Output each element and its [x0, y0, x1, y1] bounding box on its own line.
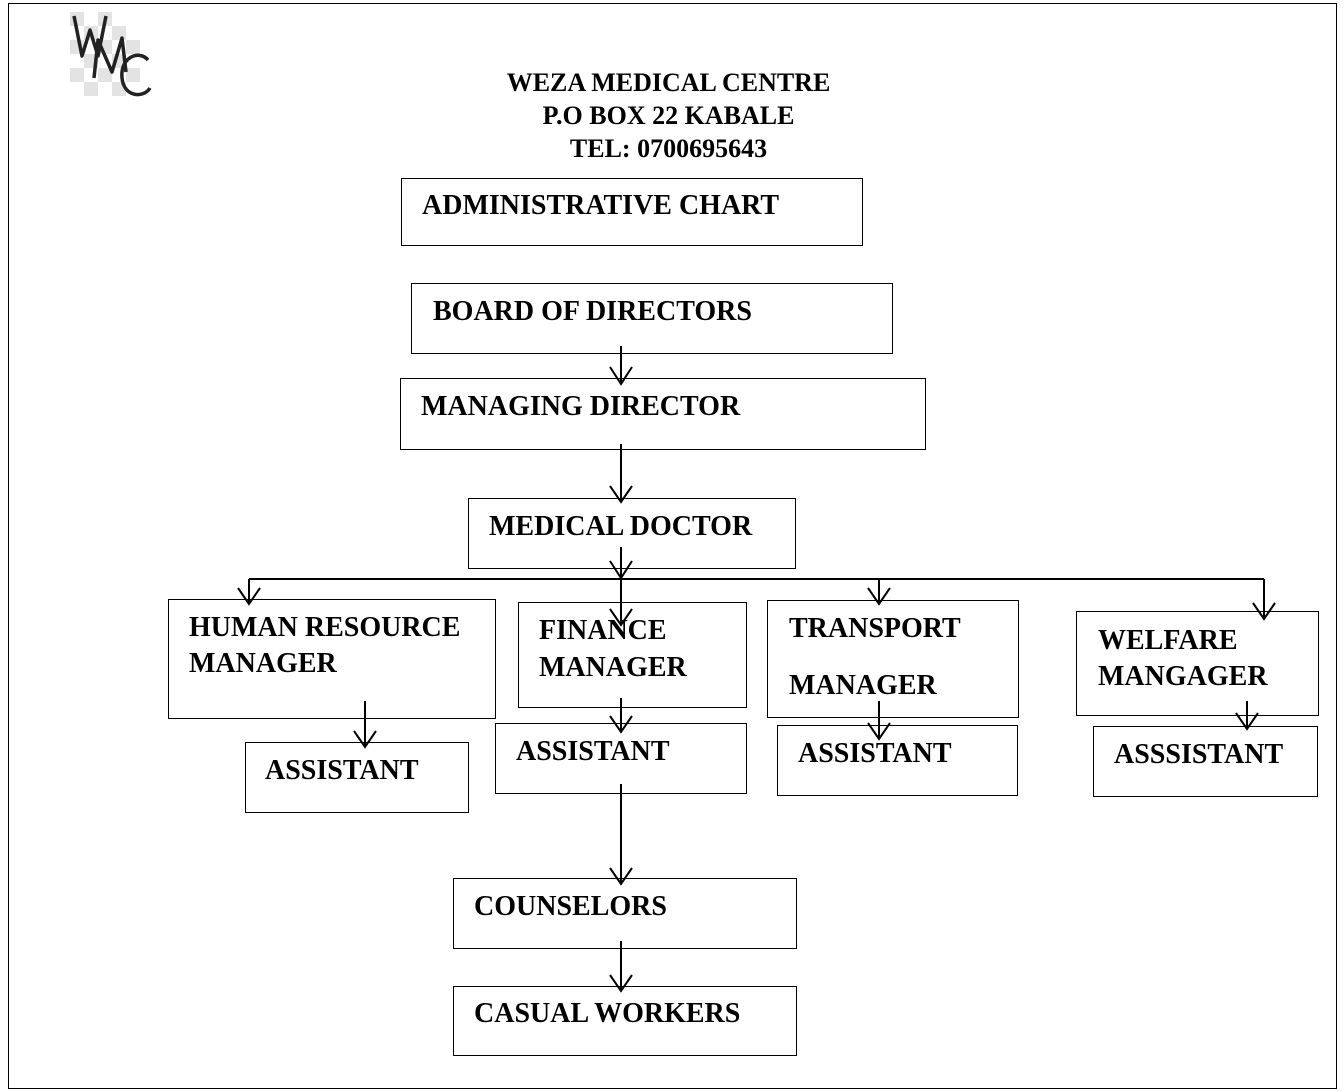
- arrowhead-md-to-doctor: [609, 485, 633, 504]
- hr-manager-label-line1: HUMAN RESOURCE: [189, 612, 461, 643]
- welfare-assistant-box: [1093, 726, 1318, 797]
- casual-workers-label: CASUAL WORKERS: [474, 998, 741, 1029]
- chart-title-box: [401, 178, 863, 246]
- arrowhead-to-welfare: [1252, 602, 1276, 621]
- arrowhead-to-hr: [237, 587, 261, 606]
- welfare-manager-label-line2: MANGAGER: [1098, 661, 1268, 692]
- finance-manager-box: [518, 602, 747, 708]
- org-name: WEZA MEDICAL CENTRE: [506, 68, 831, 97]
- arrowhead-transport-to-assistant: [867, 722, 891, 741]
- managing-director-box: [400, 378, 926, 450]
- arrowhead-to-finance: [609, 608, 633, 627]
- finance-manager-label-line1: FINANCE: [539, 615, 667, 646]
- org-address: P.O BOX 22 KABALE: [542, 101, 795, 130]
- transport-manager-label-line2: MANAGER: [789, 670, 937, 701]
- wmc-logo: [70, 12, 152, 97]
- arrowhead-hr-to-assistant: [353, 730, 377, 749]
- transport-manager-label-line1: TRANSPORT: [789, 613, 961, 644]
- arrowhead-finance-to-assistant: [609, 715, 633, 734]
- org-phone: TEL: 0700695643: [569, 134, 768, 163]
- hr-assistant-label: ASSISTANT: [265, 755, 419, 786]
- medical-doctor-box: [468, 498, 796, 569]
- transport-assistant-box: [777, 725, 1018, 796]
- arrowhead-board-to-md: [609, 366, 633, 386]
- counselors-label: COUNSELORS: [474, 891, 667, 922]
- transport-manager-box: [767, 600, 1019, 718]
- medical-doctor-label: MEDICAL DOCTOR: [489, 511, 753, 542]
- hr-manager-label-line2: MANAGER: [189, 648, 337, 679]
- board-label: BOARD OF DIRECTORS: [433, 296, 752, 327]
- hr-assistant-box: [245, 742, 469, 813]
- welfare-assistant-label: ASSSISTANT: [1114, 739, 1284, 770]
- welfare-manager-label-line1: WELFARE: [1098, 625, 1238, 656]
- managing-director-label: MANAGING DIRECTOR: [421, 391, 741, 422]
- page-border: [8, 3, 1337, 1089]
- finance-manager-label-line2: MANAGER: [539, 652, 687, 683]
- finance-assistant-label: ASSISTANT: [516, 736, 670, 767]
- arrowhead-welfare-to-assistant: [1235, 712, 1259, 731]
- chart-title: ADMINISTRATIVE CHART: [422, 190, 780, 221]
- hr-manager-box: [168, 599, 496, 719]
- board-box: [411, 283, 893, 354]
- arrowhead-counselors-to-casual: [609, 974, 633, 993]
- welfare-manager-box: [1076, 611, 1319, 716]
- arrowhead-to-transport: [867, 587, 891, 606]
- arrowhead-assistant-to-counselors: [609, 867, 633, 886]
- transport-assistant-label: ASSISTANT: [798, 738, 952, 769]
